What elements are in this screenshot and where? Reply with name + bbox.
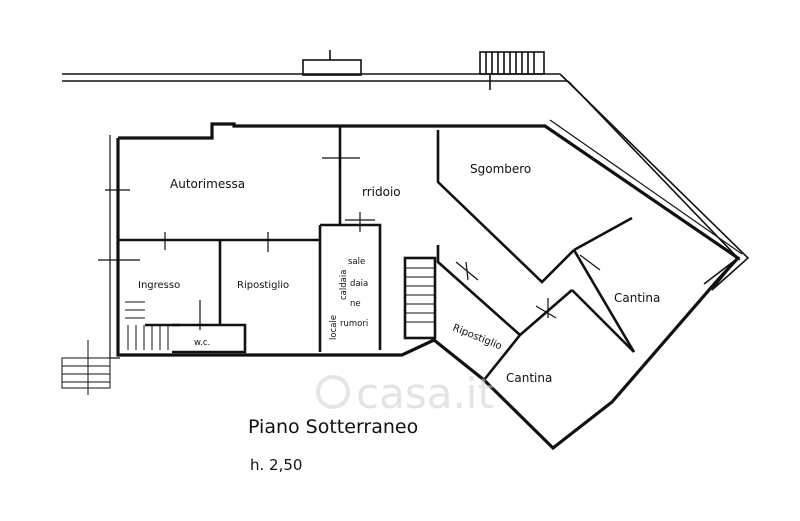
room-label-centrale-termica: locale caldaia [329,270,349,340]
room-label-ripostiglio-left: Ripostiglio [237,280,289,291]
watermark: casa.it [316,369,494,418]
room-label-sala-rumori: sale daia ne rumori [340,257,368,329]
room-label-autorimessa: Autorimessa [170,177,245,191]
exterior-walls [116,122,741,451]
boundary-lines [62,50,750,291]
room-label-cantina-lower: Cantina [506,371,552,385]
room-label-sgombero: Sgombero [470,162,531,176]
room-label-corridoio: rridoio [362,185,401,199]
centrale-termica-line-2: caldaia [339,270,349,300]
watermark-home-icon [316,375,350,409]
room-label-cantina-upper: Cantina [614,291,660,305]
room-label-wc: w.c. [194,338,210,348]
plan-title: Piano Sotterraneo [248,416,418,438]
room-label-ripostiglio-right: Ripostiglio [451,323,503,353]
interior-walls [118,126,636,381]
watermark-text: casa.it [356,369,494,418]
sala-line-3: ne [350,299,361,309]
sala-line-1: sale [348,257,365,267]
centrale-termica-line-1: locale [329,315,339,340]
sala-line-2: daia [350,279,368,289]
plan-height: h. 2,50 [250,456,302,474]
room-label-ingresso: Ingresso [138,280,180,291]
stair-treads [61,267,435,395]
window-marks [98,150,601,330]
sala-line-4: rumori [340,319,368,329]
